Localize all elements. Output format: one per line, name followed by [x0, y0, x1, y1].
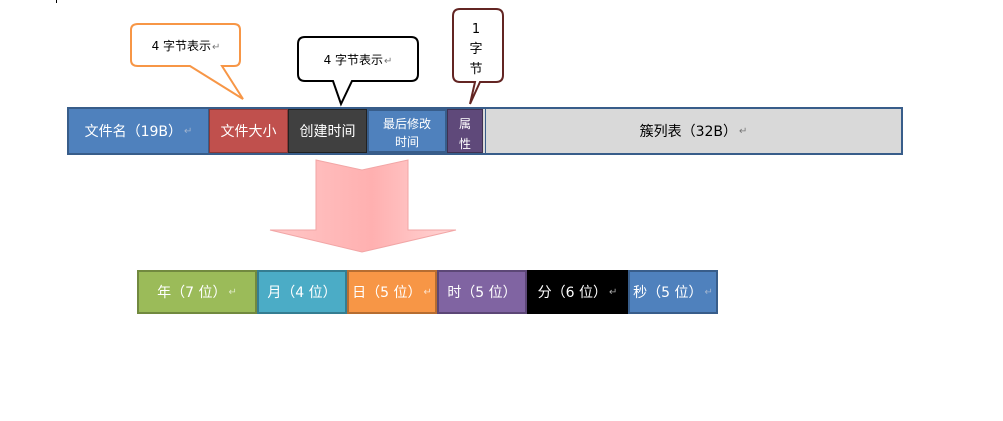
- size-callout-text: 4 字节表示↵: [151, 39, 221, 53]
- time-field-second: 秒（5 位）↵: [628, 270, 718, 314]
- down-arrow-shape: [269, 159, 457, 253]
- field-filesize: 文件大小: [209, 109, 288, 153]
- attr-callout-shape: [452, 8, 504, 105]
- field-cluster-list: 簇列表（32B）↵: [485, 109, 901, 153]
- field-modify-time: 最后修改时间: [367, 109, 447, 153]
- attr-callout-text: 1字节: [469, 22, 483, 76]
- size-callout-shape: [130, 23, 244, 100]
- field-attribute: 属性: [447, 109, 483, 153]
- time-field-minute: 分（6 位）↵: [527, 270, 628, 314]
- time-field-day: 日（5 位）↵: [347, 270, 437, 314]
- field-create-time: 创建时间: [288, 109, 367, 153]
- time-callout-text: 4 字节表示↵: [323, 53, 393, 67]
- time-callout-shape: [297, 36, 419, 107]
- time-field-year: 年（7 位）↵: [137, 270, 257, 314]
- corner-mark: [56, 0, 57, 3]
- field-filename: 文件名（19B）↵: [69, 109, 209, 153]
- time-field-hour: 时（5 位）: [437, 270, 527, 314]
- time-field-month: 月（4 位）: [257, 270, 347, 314]
